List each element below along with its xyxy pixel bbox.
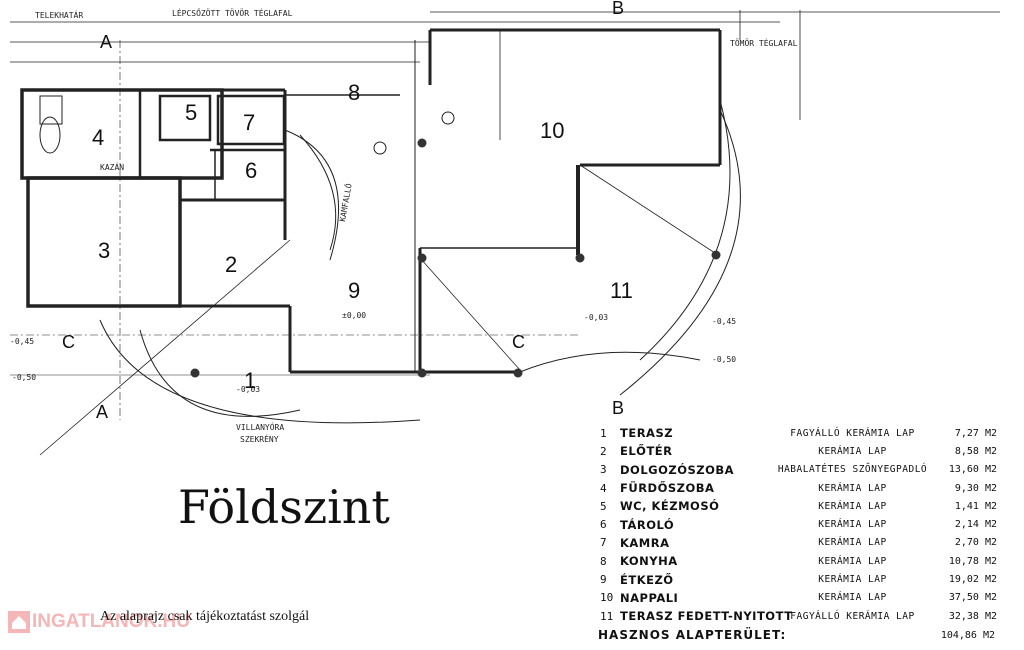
room-number-7: 7 (243, 110, 255, 135)
legend-room-area: 2,14 M2 (954, 519, 997, 531)
room-number-5: 5 (185, 100, 197, 125)
level-mark: -0,50 (712, 355, 736, 364)
legend-room-name: TERASZ (620, 426, 674, 441)
legend-row: 5 WC, KÉZMOSÓ KERÁMIA LAP 1,41 M2 (598, 497, 998, 515)
legend-room-material: KERÁMIA LAP (818, 555, 887, 567)
legend-room-material: KERÁMIA LAP (818, 592, 887, 604)
legend-room-number: 6 (600, 518, 607, 532)
room-number-3: 3 (98, 238, 110, 263)
meter-box-label-2: SZEKRÉNY (240, 433, 279, 444)
legend-room-material: KERÁMIA LAP (818, 519, 887, 531)
room-number-10: 10 (540, 118, 564, 143)
boiler-label: KAZÁN (100, 161, 124, 172)
watermark-text: INGATLANOK.HU (32, 611, 190, 632)
legend-room-name: ELŐTÉR (620, 444, 673, 459)
legend-row: 7 KAMRA KERÁMIA LAP 2,70 M2 (598, 534, 998, 552)
house-icon (8, 611, 30, 633)
level-mark: -0,03 (236, 385, 260, 394)
room-legend: 1 TERASZ FAGYÁLLÓ KERÁMIA LAP 7,27 M2 2 ELŐTÉ… (598, 424, 998, 645)
legend-room-number: 10 (600, 591, 614, 605)
level-mark: -0,45 (712, 317, 736, 326)
legend-room-name: WC, KÉZMOSÓ (620, 499, 720, 514)
total-area-value: 104,86 M2 (940, 629, 995, 641)
floor-title: Földszint (178, 480, 390, 534)
legend-room-name: DOLGOZÓSZOBA (620, 462, 735, 477)
legend-row: 1 TERASZ FAGYÁLLÓ KERÁMIA LAP 7,27 M2 (598, 424, 998, 442)
legend-room-material: KERÁMIA LAP (818, 482, 887, 494)
legend-room-name: KAMRA (620, 535, 670, 550)
room-number-8: 8 (348, 80, 360, 105)
legend-row: 3 DOLGOZÓSZOBA HABALATÉTES SZŐNYEGPADLÓ 13,… (598, 461, 998, 479)
level-mark: ±0,00 (342, 311, 366, 320)
axis-b-bottom: B (612, 398, 624, 418)
legend-room-area: 1,41 M2 (954, 500, 997, 512)
level-mark: -0,03 (584, 313, 608, 322)
legend-room-name: ÉTKEZŐ (620, 572, 674, 587)
wall-top-label: LÉPCSŐZÖTT TÖVÖR TÉGLAFAL (172, 7, 293, 18)
legend-room-name: FÜRDŐSZOBA (620, 481, 715, 496)
room-number-6: 6 (245, 158, 257, 183)
total-area-row: HASZNOS ALAPTERÜLET: 104,86 M2 (598, 625, 998, 645)
legend-room-material: FAGYÁLLÓ KERÁMIA LAP (790, 610, 915, 622)
legend-room-material: KERÁMIA LAP (818, 445, 887, 457)
axis-c-right: C (512, 332, 525, 352)
axis-a-top: A (100, 32, 112, 52)
meter-box-label-1: VILLANYÓRA (236, 421, 284, 432)
legend-room-area: 9,30 M2 (954, 482, 997, 494)
room-number-4: 4 (92, 125, 104, 150)
legend-room-name: NAPPALI (620, 590, 679, 605)
legend-row: 10 NAPPALI KERÁMIA LAP 37,50 M2 (598, 589, 998, 607)
wall-right-label: TÖMÖR TÉGLAFAL (730, 37, 798, 48)
room-number-1: 1 (244, 368, 256, 393)
legend-row: 4 FÜRDŐSZOBA KERÁMIA LAP 9,30 M2 (598, 479, 998, 497)
legend-room-name: TÁROLÓ (620, 517, 675, 532)
legend-room-area: 10,78 M2 (948, 555, 997, 567)
axis-a-bottom: A (96, 402, 108, 422)
legend-room-area: 7,27 M2 (954, 427, 997, 439)
legend-room-name: TERASZ FEDETT-NYITOTT (620, 609, 793, 624)
legend-row: 8 KONYHA KERÁMIA LAP 10,78 M2 (598, 552, 998, 570)
legend-room-number: 5 (600, 499, 607, 513)
legend-room-area: 2,70 M2 (954, 537, 997, 549)
legend-room-number: 7 (600, 536, 607, 550)
level-mark: -0,50 (12, 373, 36, 382)
room-number-9: 9 (348, 278, 360, 303)
legend-room-number: 11 (600, 609, 614, 623)
room-number-2: 2 (225, 252, 237, 277)
total-area-label: HASZNOS ALAPTERÜLET: (598, 628, 787, 643)
level-mark: -0,45 (10, 337, 34, 346)
room-legend-rows: 1 TERASZ FAGYÁLLÓ KERÁMIA LAP 7,27 M2 2 ELŐTÉ… (598, 424, 998, 625)
legend-room-material: HABALATÉTES SZŐNYEGPADLÓ (777, 464, 928, 476)
legend-room-number: 3 (600, 463, 607, 477)
legend-room-name: KONYHA (620, 554, 678, 569)
legend-row: 6 TÁROLÓ KERÁMIA LAP 2,14 M2 (598, 515, 998, 533)
legend-room-area: 37,50 M2 (948, 592, 997, 604)
watermark-logo: INGATLANOK.HU (8, 611, 190, 633)
legend-room-number: 9 (600, 573, 607, 587)
legend-row: 9 ÉTKEZŐ KERÁMIA LAP 19,02 M2 (598, 570, 998, 588)
legend-room-number: 8 (600, 554, 607, 568)
legend-row: 2 ELŐTÉR KERÁMIA LAP 8,58 M2 (598, 442, 998, 460)
disclaimer-text: Az alaprajz csak tájékoztatást szolgál (100, 609, 310, 624)
legend-room-material: FAGYÁLLÓ KERÁMIA LAP (790, 427, 915, 439)
legend-room-number: 1 (600, 426, 607, 440)
legend-room-area: 8,58 M2 (954, 445, 997, 457)
lot-line-label: TELEKHATÁR (35, 9, 83, 20)
legend-room-number: 4 (600, 481, 607, 495)
legend-room-number: 2 (600, 444, 607, 458)
legend-room-area: 19,02 M2 (948, 574, 997, 586)
legend-room-area: 32,38 M2 (948, 610, 997, 622)
room-number-11: 11 (610, 278, 633, 303)
axis-b-top: B (612, 0, 624, 18)
legend-room-material: KERÁMIA LAP (818, 500, 887, 512)
axis-c-left: C (62, 332, 75, 352)
legend-room-material: KERÁMIA LAP (818, 537, 887, 549)
legend-room-area: 13,60 M2 (948, 464, 997, 476)
legend-room-material: KERÁMIA LAP (818, 574, 887, 586)
